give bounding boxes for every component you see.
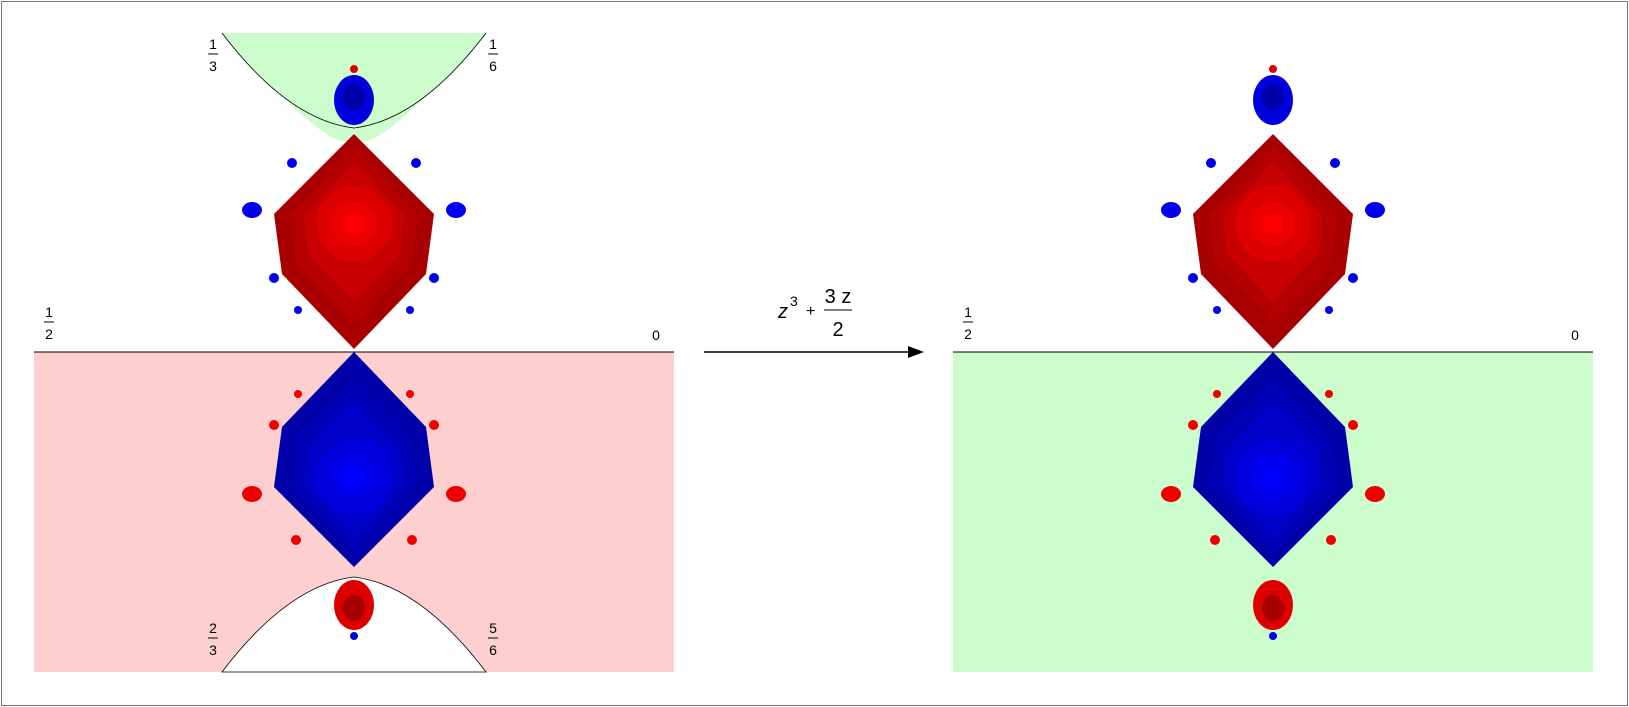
label-left-one-sixth: 1 6 [488, 36, 498, 74]
left-panel: 1 3 1 6 1 2 0 2 3 5 6 [34, 32, 674, 673]
svg-text:2: 2 [45, 326, 53, 342]
label-left-two-thirds: 2 3 [208, 620, 218, 658]
label-left-zero: 0 [652, 327, 660, 343]
svg-text:2: 2 [832, 319, 843, 341]
svg-text:+: + [806, 303, 815, 320]
svg-text:1: 1 [964, 304, 972, 320]
svg-text:3: 3 [209, 642, 217, 658]
svg-text:0: 0 [1571, 327, 1579, 343]
label-right-one-half: 1 2 [963, 304, 973, 342]
right-fractal [1193, 134, 1353, 349]
label-left-one-third: 1 3 [208, 36, 218, 74]
map-formula: z 3 + 3 z 2 [777, 286, 852, 341]
left-fractal [274, 134, 434, 349]
svg-text:3: 3 [790, 293, 798, 309]
svg-text:1: 1 [209, 36, 217, 52]
svg-text:1: 1 [45, 304, 53, 320]
svg-text:6: 6 [489, 58, 497, 74]
label-right-zero: 0 [1571, 327, 1579, 343]
label-left-one-half: 1 2 [44, 304, 54, 342]
arrow-head [908, 346, 924, 358]
svg-text:3 z: 3 z [825, 286, 852, 308]
svg-text:1: 1 [489, 36, 497, 52]
svg-text:5: 5 [489, 620, 497, 636]
right-satellites [1161, 65, 1385, 640]
svg-text:3: 3 [209, 58, 217, 74]
map-arrow: z 3 + 3 z 2 [704, 286, 924, 358]
svg-text:2: 2 [964, 326, 972, 342]
svg-text:0: 0 [652, 327, 660, 343]
svg-text:2: 2 [209, 620, 217, 636]
right-panel: 1 2 0 [953, 65, 1593, 672]
label-left-five-sixths: 5 6 [488, 620, 498, 658]
left-satellites [242, 65, 466, 640]
svg-text:z: z [777, 301, 788, 323]
svg-text:6: 6 [489, 642, 497, 658]
